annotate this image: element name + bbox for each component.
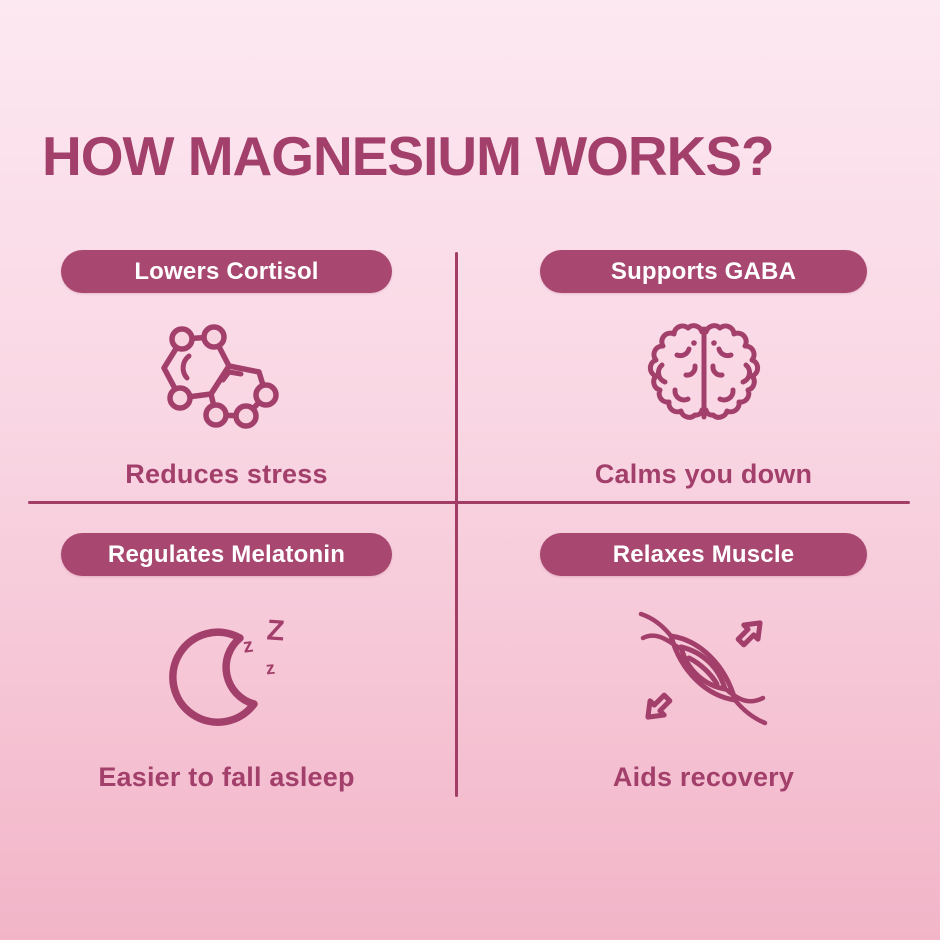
badge-supports-gaba: Supports GABA [540, 250, 867, 293]
page-title: HOW MAGNESIUM WORKS? [42, 125, 775, 187]
horizontal-divider [28, 501, 910, 504]
muscle-stretch-icon [629, 576, 779, 762]
caption-reduces-stress: Reduces stress [125, 459, 328, 489]
moon-zzz-icon: z Z z [152, 576, 302, 762]
zzz-small-z-1: z [241, 634, 254, 657]
quadrant-supports-gaba: Supports GABA [540, 250, 867, 492]
zzz-big-z: Z [265, 614, 285, 647]
badge-lowers-cortisol: Lowers Cortisol [61, 250, 392, 293]
quadrant-lowers-cortisol: Lowers Cortisol Reduces stress [61, 250, 392, 492]
badge-regulates-melatonin: Regulates Melatonin [61, 533, 392, 576]
caption-calms-you-down: Calms you down [594, 459, 813, 489]
quadrant-relaxes-muscle: Relaxes Muscle [540, 533, 867, 795]
caption-easier-to-fall-asleep: Easier to fall asleep [98, 762, 355, 792]
molecule-icon [147, 293, 307, 459]
zzz-small-z-2: z [264, 658, 275, 679]
caption-aids-recovery: Aids recovery [612, 762, 795, 792]
vertical-divider [455, 252, 458, 797]
brain-icon [639, 293, 769, 459]
badge-relaxes-muscle: Relaxes Muscle [540, 533, 867, 576]
quadrant-regulates-melatonin: Regulates Melatonin z Z z Easier to fall… [61, 533, 392, 795]
